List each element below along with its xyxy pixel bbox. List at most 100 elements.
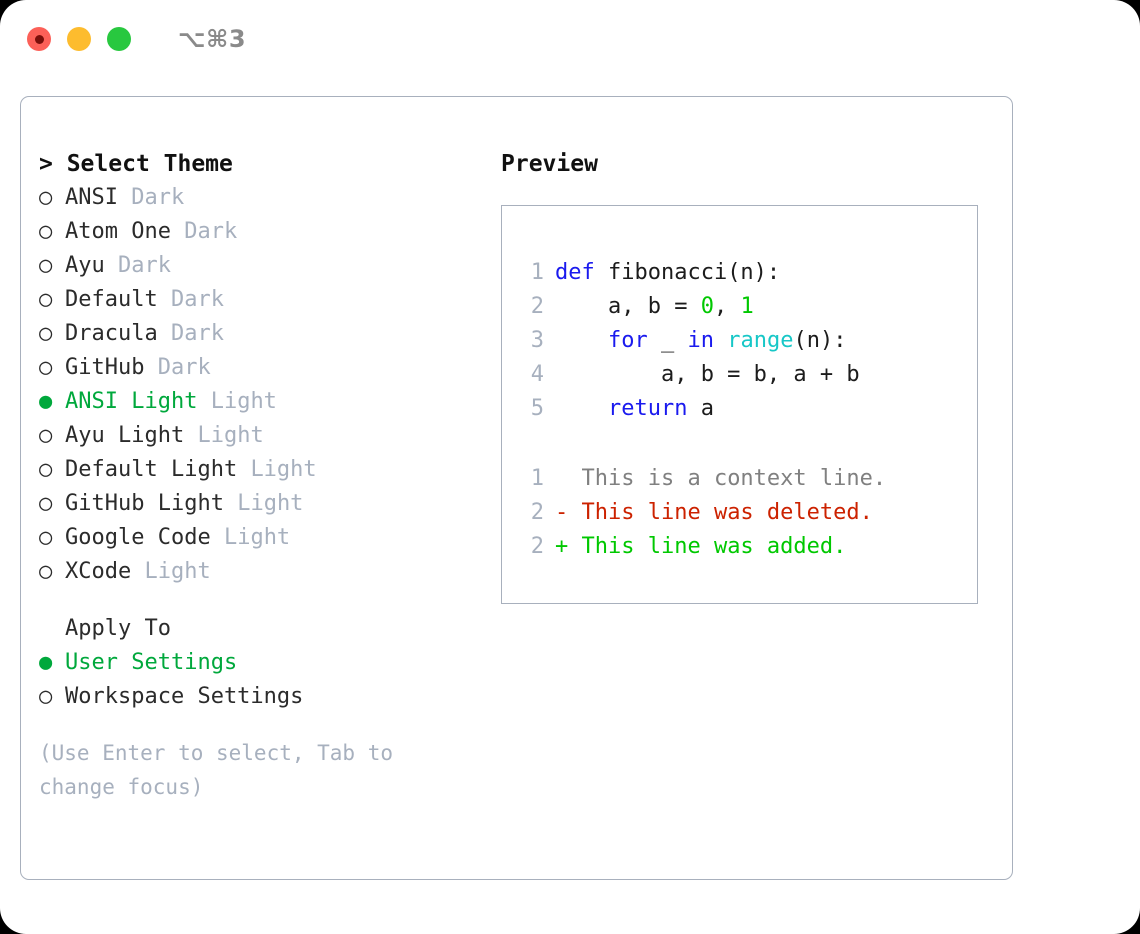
radio-unselected-icon: ○	[39, 321, 53, 346]
theme-list-item[interactable]: ○ XCode Light	[39, 555, 479, 589]
code-token-plain: ,	[713, 294, 741, 319]
theme-list: ○ ANSI Dark ○ Atom One Dark ○ Ayu Dark ○ Defaul…	[39, 181, 479, 589]
title-bar: ⌥⌘3	[0, 0, 1140, 78]
radio-unselected-icon: ○	[39, 287, 53, 312]
code-line: 4 a, b = b, a + b	[520, 358, 860, 392]
close-button[interactable]	[27, 27, 51, 51]
code-token-number: 1	[740, 294, 754, 319]
radio-unselected-icon: ○	[39, 253, 53, 278]
diff-text: This line was deleted.	[568, 500, 873, 525]
traffic-light-group	[27, 27, 131, 51]
apply-to-heading: Apply To	[65, 616, 171, 641]
diff-text: This line was added.	[568, 534, 847, 559]
diff-line-number: 2	[530, 500, 544, 525]
diff-line: 1 This is a context line.	[520, 462, 886, 496]
diff-text: This is a context line.	[568, 466, 887, 491]
code-line-number: 4	[530, 362, 544, 387]
theme-picker-heading-label: Select Theme	[66, 151, 233, 177]
apply-to-option[interactable]: ● User Settings	[39, 646, 479, 680]
code-token-number: 0	[700, 294, 714, 319]
code-line-number: 1	[530, 260, 544, 285]
theme-name: XCode	[65, 559, 132, 584]
theme-list-item[interactable]: ○Atom One Dark	[39, 215, 479, 249]
theme-list-item[interactable]: ○GitHub Light Light	[39, 487, 479, 521]
diff-line: 2- This line was deleted.	[520, 496, 886, 530]
window-title: ⌥⌘3	[178, 25, 247, 53]
theme-name: Atom One	[65, 219, 171, 244]
theme-variant-tag: Light	[210, 389, 277, 414]
code-token-plain	[555, 328, 608, 353]
theme-name: Default Light	[65, 457, 238, 482]
radio-unselected-icon: ○	[39, 457, 53, 482]
theme-list-item[interactable]: ○ Default Dark	[39, 283, 479, 317]
keyboard-hint: (Use Enter to select, Tab to change focu…	[39, 741, 394, 799]
apply-to-option[interactable]: ○ Workspace Settings	[39, 680, 479, 714]
theme-variant-tag: Dark	[157, 355, 211, 380]
theme-variant-tag: Dark	[131, 185, 185, 210]
code-token-plain: a, b =	[555, 294, 701, 319]
radio-unselected-icon: ○	[39, 185, 53, 210]
code-token-plain: _	[660, 328, 688, 353]
code-token-plain: a, b = b, a + b	[555, 362, 860, 387]
theme-variant-tag: Light	[197, 423, 264, 448]
diff-line-number: 2	[530, 534, 544, 559]
theme-name: GitHub Light	[65, 491, 224, 516]
radio-unselected-icon: ○	[39, 559, 53, 584]
theme-name: ANSI	[65, 185, 118, 210]
theme-list-item[interactable]: ○Google Code Light	[39, 521, 479, 555]
apply-to-list: ● User Settings ○ Workspace Settings	[39, 646, 479, 714]
theme-list-item[interactable]: ○ GitHub Dark	[39, 351, 479, 385]
theme-variant-tag: Light	[237, 491, 304, 516]
theme-variant-tag: Light	[250, 457, 317, 482]
theme-name: Default	[65, 287, 158, 312]
theme-name: Ayu	[65, 253, 105, 278]
theme-list-item[interactable]: ○Ayu Light Light	[39, 419, 479, 453]
theme-list-item[interactable]: ○Ayu Dark	[39, 249, 479, 283]
diff-sample: 1 This is a context line.2- This line wa…	[520, 462, 886, 564]
theme-list-item[interactable]: ○ ANSI Dark	[39, 181, 479, 215]
theme-name: Google Code	[65, 525, 211, 550]
diff-line-number: 1	[530, 466, 544, 491]
theme-variant-tag: Dark	[170, 287, 224, 312]
theme-list-item[interactable]: ○ Dracula Dark	[39, 317, 479, 351]
theme-picker-heading: > Select Theme	[39, 147, 479, 181]
preview-heading: Preview	[501, 151, 598, 177]
radio-unselected-icon: ○	[39, 684, 53, 709]
code-line-number: 5	[530, 396, 544, 421]
code-token-plain: a	[700, 396, 714, 421]
theme-name: GitHub	[65, 355, 145, 380]
radio-unselected-icon: ○	[39, 525, 53, 550]
code-token-plain	[555, 396, 608, 421]
apply-to-option-label: Workspace Settings	[65, 684, 304, 709]
apply-to-option-label: User Settings	[65, 650, 238, 675]
code-token-plain: fibonacci(n):	[607, 260, 781, 285]
code-line: 2 a, b = 0, 1	[520, 290, 860, 324]
minimize-button[interactable]	[67, 27, 91, 51]
prompt-caret-icon: >	[39, 151, 67, 177]
diff-sign: +	[555, 534, 569, 559]
code-token-keyword: for	[607, 328, 661, 353]
code-token-keyword: return	[607, 396, 701, 421]
theme-list-item[interactable]: ○ Default Light Light	[39, 453, 479, 487]
code-line: 1 def fibonacci(n):	[520, 256, 860, 290]
zoom-button[interactable]	[107, 27, 131, 51]
radio-selected-icon: ●	[39, 650, 53, 675]
radio-unselected-icon: ○	[39, 219, 53, 244]
code-token-keyword: in	[687, 328, 728, 353]
main-card: > Select Theme ○ANSI Dark○Atom One Dark○…	[20, 96, 1013, 880]
radio-unselected-icon: ○	[39, 355, 53, 380]
code-line: 3 for _ in range(n):	[520, 324, 860, 358]
code-token-keyword: def	[555, 260, 608, 285]
theme-name: Dracula	[65, 321, 158, 346]
code-line-number: 3	[530, 328, 544, 353]
theme-list-item[interactable]: ●ANSI Light Light	[39, 385, 479, 419]
theme-variant-tag: Dark	[170, 321, 224, 346]
code-token-plain: (n):	[793, 328, 847, 353]
code-line-number: 2	[530, 294, 544, 319]
diff-sign: -	[555, 500, 569, 525]
theme-name: Ayu Light	[65, 423, 185, 448]
theme-variant-tag: Light	[144, 559, 211, 584]
